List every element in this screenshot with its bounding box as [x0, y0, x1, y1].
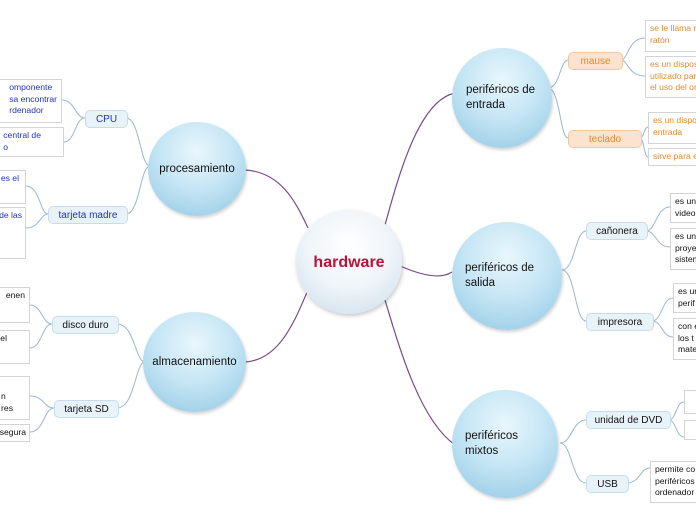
- node-label: periféricos mixtos: [465, 430, 519, 457]
- subtopic-label: tarjeta madre: [58, 209, 118, 221]
- subtopic-label: teclado: [588, 133, 622, 145]
- node-label: periféricos de salida: [465, 262, 535, 289]
- subtopic-unidad-dvd[interactable]: unidad de DVD: [586, 411, 671, 429]
- note-text: es un perif: [678, 286, 696, 308]
- subtopic-impresora[interactable]: impresora: [586, 313, 654, 331]
- subtopic-cpu[interactable]: CPU: [85, 110, 128, 128]
- note-dvd-1[interactable]: [684, 390, 696, 414]
- note-impresora-1[interactable]: es un perif: [673, 283, 696, 313]
- note-mause-1[interactable]: se le llama m ratón: [645, 20, 696, 52]
- subtopic-tarjeta-sd[interactable]: tarjeta SD: [54, 400, 119, 418]
- note-text: de las: [0, 210, 22, 220]
- subtopic-label: cañonera: [596, 225, 638, 237]
- subtopic-label: USB: [597, 478, 618, 490]
- note-sd-2[interactable]: segura: [0, 424, 30, 442]
- node-almacenamiento[interactable]: almacenamiento: [143, 312, 246, 412]
- node-label: procesamiento: [159, 162, 235, 175]
- connector-almacenamiento: [244, 289, 309, 363]
- connector-procesamiento: [244, 169, 309, 229]
- note-text: es un dispos utilizado par el uso del or…: [650, 59, 696, 92]
- subtopic-canonera[interactable]: cañonera: [586, 222, 648, 240]
- note-text: es un video: [675, 196, 696, 218]
- subtopic-disco-duro[interactable]: disco duro: [52, 316, 119, 334]
- subtopic-label: unidad de DVD: [594, 414, 663, 426]
- note-text: es un proye sistem: [675, 231, 696, 264]
- note-impresora-2[interactable]: con e los t mate: [673, 318, 696, 360]
- note-text: omponente sa encontrar rdenador: [9, 82, 57, 115]
- note-sd-1[interactable]: n res: [0, 376, 30, 420]
- node-label: periféricos de entrada: [466, 84, 536, 111]
- connector-mixtos: [384, 299, 456, 446]
- node-procesamiento[interactable]: procesamiento: [148, 122, 246, 216]
- note-disco-2[interactable]: el: [0, 330, 30, 364]
- subtopic-label: disco duro: [62, 319, 109, 331]
- note-dvd-2[interactable]: [684, 420, 696, 440]
- note-disco-1[interactable]: enen: [0, 287, 30, 323]
- subtopic-label: tarjeta SD: [64, 403, 109, 415]
- note-teclado-1[interactable]: es un dispo entrada: [648, 112, 696, 144]
- note-text: enen: [5, 290, 25, 300]
- subtopic-label: impresora: [597, 316, 643, 328]
- note-text: central de o: [3, 130, 41, 152]
- subtopic-mause[interactable]: mause: [568, 52, 623, 70]
- note-text: con e los t mate: [678, 321, 696, 354]
- note-text: permite co periféricos ordenador: [655, 464, 696, 497]
- note-madre-1[interactable]: es el: [0, 170, 26, 204]
- note-text: sirve para e: [653, 151, 696, 161]
- note-canonera-1[interactable]: es un video: [670, 193, 696, 223]
- subtopic-label: CPU: [95, 113, 118, 125]
- note-cpu-1[interactable]: omponente sa encontrar rdenador: [0, 79, 62, 123]
- note-text: se le llama m ratón: [650, 23, 696, 45]
- subtopic-tarjeta-madre[interactable]: tarjeta madre: [48, 206, 128, 224]
- note-text: el: [0, 333, 7, 343]
- note-text: es un dispo entrada: [653, 115, 696, 137]
- note-cpu-2[interactable]: central de o: [0, 127, 64, 157]
- subtopic-teclado[interactable]: teclado: [568, 130, 642, 148]
- node-perifericos-mixtos[interactable]: periféricos mixtos: [452, 390, 558, 498]
- central-node-hardware[interactable]: hardware: [296, 210, 402, 314]
- note-mause-2[interactable]: es un dispos utilizado par el uso del or…: [645, 56, 696, 98]
- connector-salida: [397, 264, 453, 277]
- subtopic-usb[interactable]: USB: [586, 475, 629, 493]
- subtopic-label: mause: [580, 55, 611, 67]
- note-text: segura: [0, 427, 26, 437]
- note-teclado-2[interactable]: sirve para e: [648, 148, 696, 166]
- note-madre-2[interactable]: de las: [0, 207, 26, 259]
- node-perifericos-salida[interactable]: periféricos de salida: [452, 222, 562, 330]
- node-label: almacenamiento: [152, 355, 237, 368]
- node-perifericos-entrada[interactable]: periféricos de entrada: [452, 48, 552, 148]
- connector-entrada: [384, 92, 456, 226]
- central-label: hardware: [313, 253, 385, 271]
- main-connectors: [244, 92, 456, 446]
- note-usb-1[interactable]: permite co periféricos ordenador: [650, 461, 696, 503]
- note-text: n res: [1, 391, 13, 413]
- note-canonera-2[interactable]: es un proye sistem: [670, 228, 696, 270]
- note-text: es el: [0, 173, 19, 183]
